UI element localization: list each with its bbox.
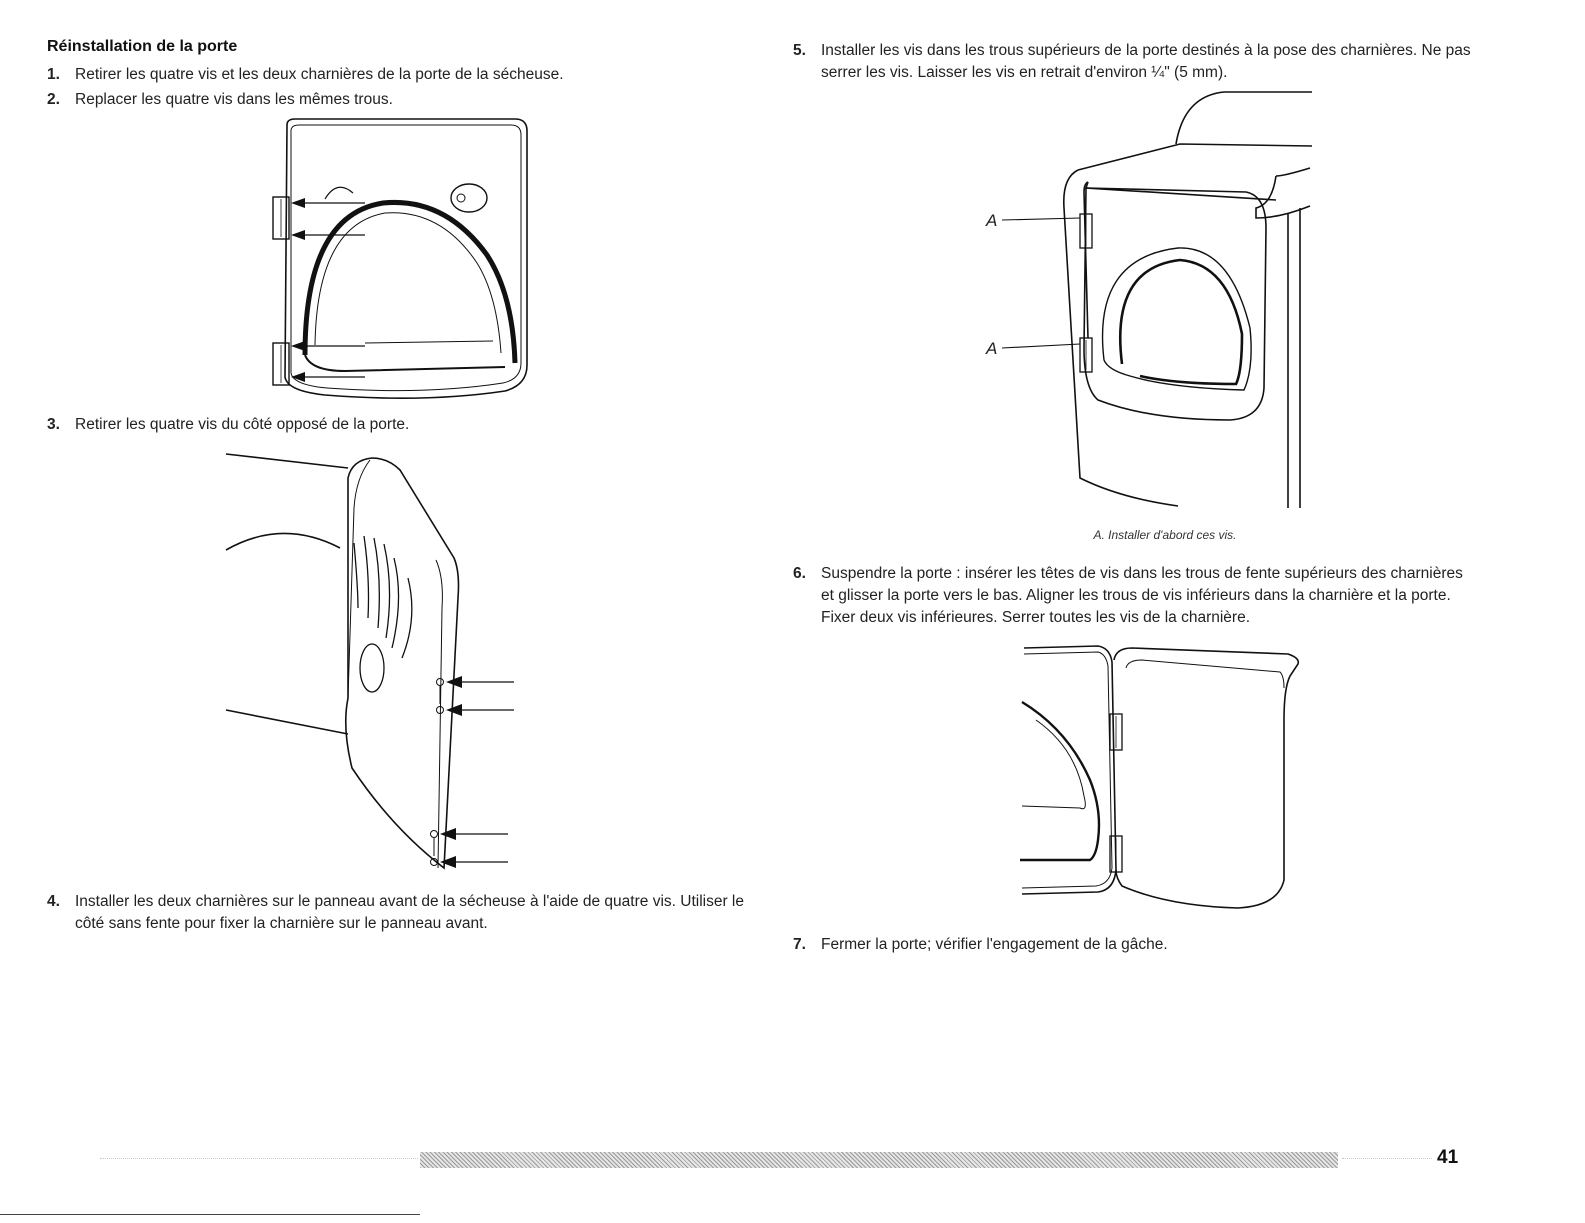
step-text: Suspendre la porte : insérer les têtes d… (821, 565, 1463, 626)
step-3: 3. Retirer les quatre vis du côté opposé… (47, 414, 747, 436)
figure-door-hung (1018, 640, 1308, 910)
step-text: Installer les deux charnières sur le pan… (75, 893, 744, 932)
bottom-rule (0, 1214, 420, 1215)
footer-hatched-bar (420, 1152, 1338, 1168)
figure-door-back (265, 115, 540, 410)
step-7: 7. Fermer la porte; vérifier l'engagemen… (793, 934, 1473, 956)
step-2: 2. Replacer les quatre vis dans les même… (47, 89, 747, 111)
figure-door-side (222, 448, 522, 878)
step-text: Replacer les quatre vis dans les mêmes t… (75, 91, 393, 108)
hinge-label-a-bottom: A (985, 339, 997, 358)
step-number: 3. (47, 416, 60, 433)
step-6: 6. Suspendre la porte : insérer les tête… (793, 563, 1473, 629)
door-back-illustration (272, 118, 528, 399)
step-number: 2. (47, 91, 60, 108)
step-4: 4. Installer les deux charnières sur le … (47, 891, 757, 935)
section-heading: Réinstallation de la porte (47, 38, 238, 55)
hinge-label-a-top: A (985, 211, 997, 230)
dryer-front-illustration: A A (985, 91, 1313, 508)
step-text: Retirer les quatre vis et les deux charn… (75, 66, 564, 83)
step-5: 5. Installer les vis dans les trous supé… (793, 40, 1513, 84)
door-hung-illustration (1020, 645, 1300, 909)
step-number: 1. (47, 66, 60, 83)
figure-caption: A. Installer d'abord ces vis. (1093, 528, 1237, 542)
step-1: 1. Retirer les quatre vis et les deux ch… (47, 64, 747, 86)
page-number: 41 (1437, 1147, 1459, 1168)
step-number: 6. (793, 565, 806, 582)
door-side-illustration (225, 453, 514, 870)
figure-dryer-front: A A (980, 88, 1320, 518)
step-text: Retirer les quatre vis du côté opposé de… (75, 416, 410, 433)
step-number: 7. (793, 936, 806, 953)
step-text: Fermer la porte; vérifier l'engagement d… (821, 936, 1168, 953)
footer-dotted-line-right (1342, 1158, 1432, 1159)
step-number: 4. (47, 893, 60, 910)
step-number: 5. (793, 42, 806, 59)
footer-dotted-line-left (100, 1158, 418, 1159)
step-text: Installer les vis dans les trous supérie… (821, 42, 1471, 81)
